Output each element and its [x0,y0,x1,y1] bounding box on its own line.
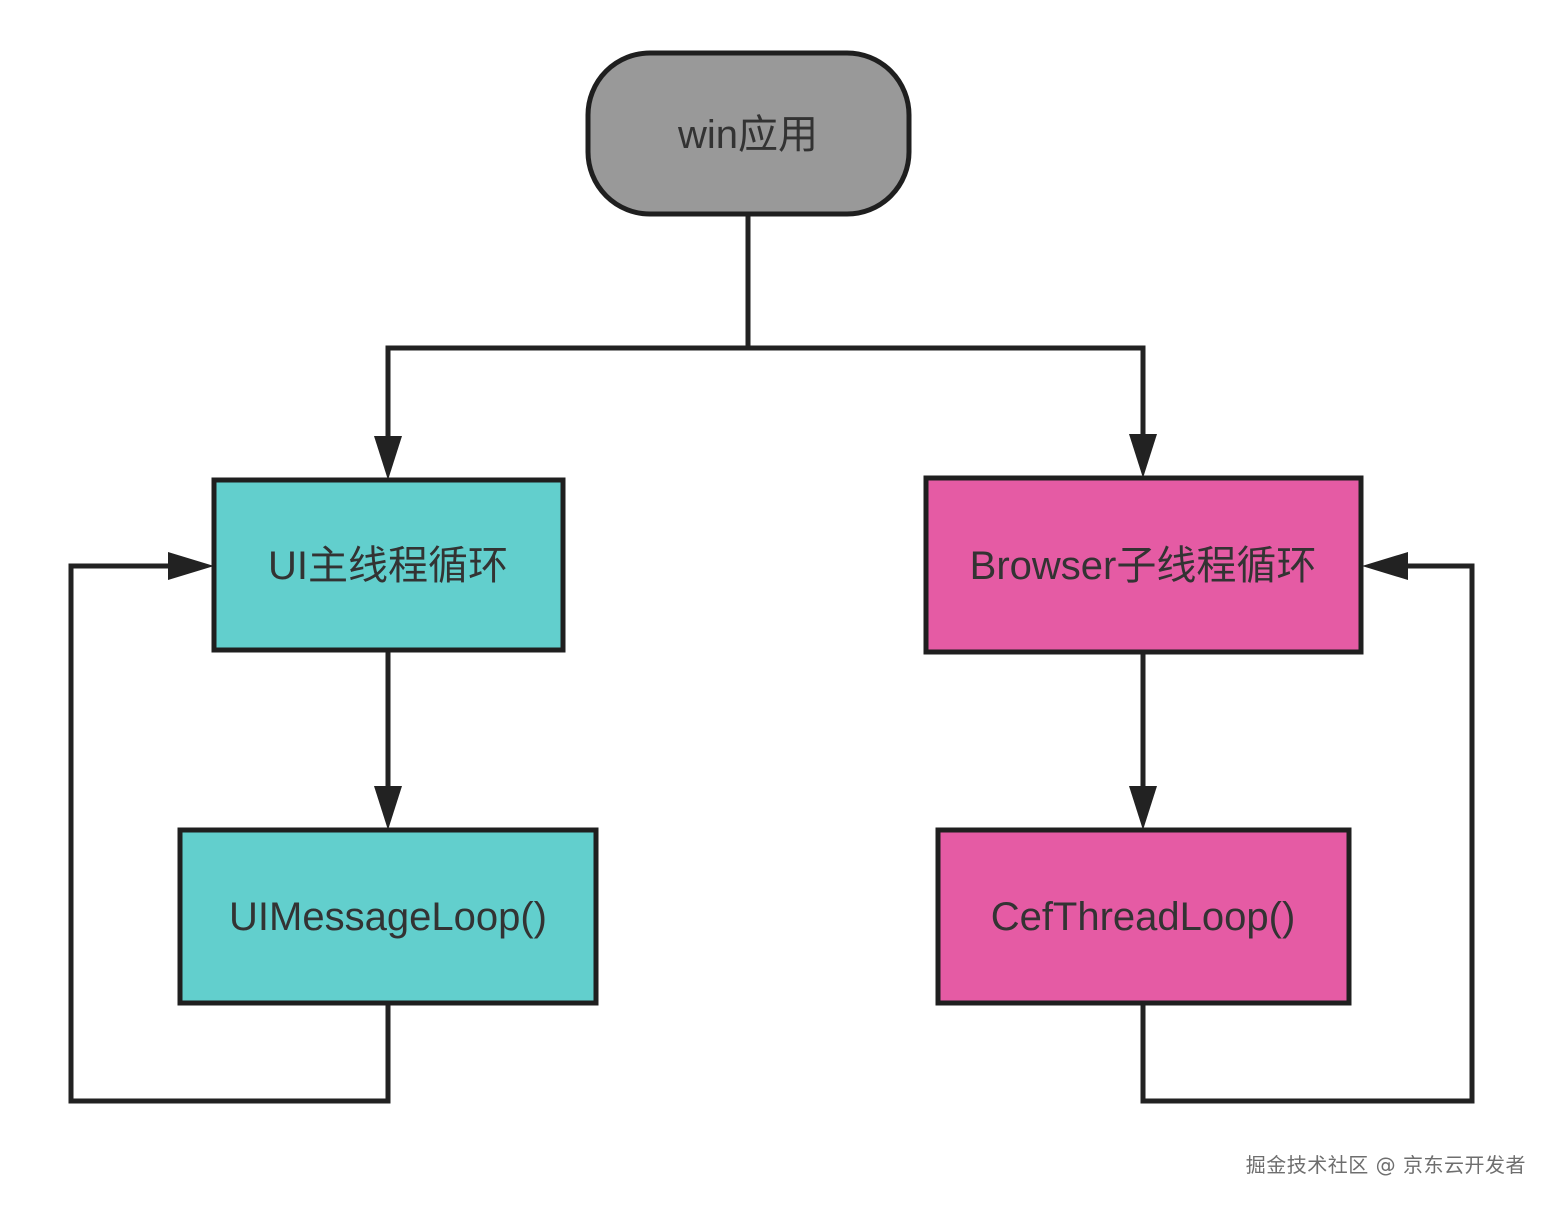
node-win-app-label: win应用 [677,113,818,157]
node-cef-thread-loop: CefThreadLoop() [935,827,1352,1006]
node-ui-main-loop: UI主线程循环 [211,477,566,653]
node-cef-thread-loop-shape [935,827,1352,1006]
edges [68,214,1475,1104]
node-win-app: win应用 [585,50,912,217]
arrowhead-ui-main [374,436,402,480]
arrowhead-browser [1129,434,1157,478]
node-ui-message-loop-label: UIMessageLoop() [229,895,547,939]
watermark-text: 掘金技术社区 @ 京东云开发者 [1245,1153,1526,1177]
arrowhead-loop-back-browser [1362,552,1408,580]
node-browser-sub-loop-label: Browser子线程循环 [970,544,1317,588]
arrowhead-message-loop [374,786,402,830]
arrowhead-cef-loop [1129,786,1157,830]
node-browser-sub-loop: Browser子线程循环 [923,475,1364,655]
edge-split-to-ui-main [385,345,748,440]
edge-split-to-browser [748,345,1146,438]
edge-message-loop-back [68,563,391,1104]
node-browser-sub-loop-shape [923,475,1364,655]
edge-cef-loop-back [1140,563,1475,1104]
node-ui-main-loop-shape [211,477,566,653]
node-ui-message-loop-shape [177,827,599,1006]
node-cef-thread-loop-label: CefThreadLoop() [991,895,1296,939]
node-ui-message-loop: UIMessageLoop() [177,827,599,1006]
node-win-app-shape [585,50,912,217]
arrowhead-loop-back-ui [168,552,214,580]
node-ui-main-loop-label: UI主线程循环 [268,544,508,588]
